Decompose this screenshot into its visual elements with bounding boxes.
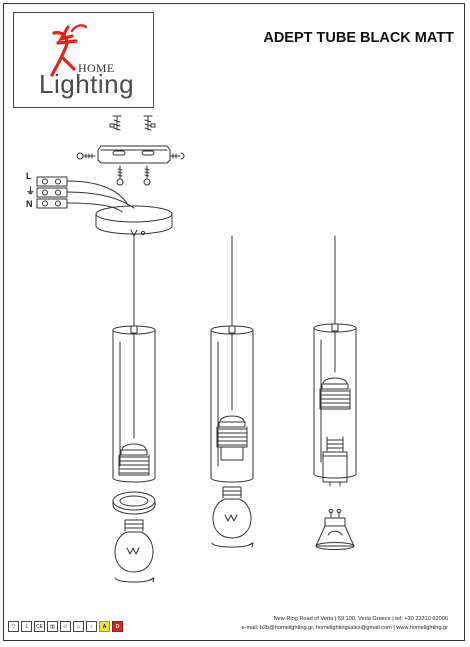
mounting-bracket: [97, 145, 171, 164]
wire-label-neutral: N: [26, 199, 33, 209]
terminal-block: [36, 176, 68, 209]
ceiling-canopy: [95, 205, 173, 237]
logo-word-home: HOME: [78, 61, 115, 75]
wire-neutral: [66, 202, 123, 213]
energy-class-d-badge: D: [112, 621, 123, 632]
company-contact: e-mail: b2b@homelighting.gr, homelightin…: [241, 625, 448, 631]
lampholder: [319, 330, 351, 410]
wire-label-live: L: [26, 171, 32, 181]
screw-icon: [143, 115, 156, 131]
gu10-adapter: [322, 436, 348, 487]
lampholder: [118, 332, 150, 476]
dimmable-icon: ▽: [8, 621, 19, 632]
bracket-screw-right-icon: [169, 152, 185, 160]
cable-clamp: [228, 325, 236, 334]
ip-rating-icon: ▥: [47, 621, 58, 632]
light-bulb: [114, 519, 155, 583]
cable-clamp: [331, 323, 339, 332]
energy-class-a-badge: A: [99, 621, 110, 632]
earth-icon: ⏚: [26, 186, 36, 196]
earth-class-icon: ⏚: [21, 621, 32, 632]
shade-ring: [112, 491, 156, 515]
ce-mark-icon: CE: [34, 621, 45, 632]
lampholder: [216, 332, 248, 461]
wire-earth: [66, 191, 135, 209]
certification-strip: ▽ ⏚ CE ▥ ♲ ⌂ ♀ A D: [8, 620, 123, 633]
wire-live: [66, 180, 129, 206]
wall-plug-icon: [143, 165, 151, 186]
wall-plug-icon: [116, 165, 124, 186]
company-address: New Ring Road of Veria | 59 100, Veria G…: [273, 616, 448, 622]
cable-clamp: [130, 325, 138, 334]
brand-logo: HOME Lighting: [13, 12, 154, 108]
light-bulb: [211, 486, 254, 548]
recycle-icon: ♲: [60, 621, 71, 632]
bracket-screw-left-icon: [76, 152, 96, 160]
screw-icon: [109, 115, 122, 131]
indoor-use-icon: ⌂: [73, 621, 84, 632]
product-title: ADEPT TUBE BLACK MATT: [263, 30, 454, 46]
gu10-spot-bulb: [315, 508, 355, 550]
spec-sheet: HOME Lighting ADEPT TUBE BLACK MATT: [3, 3, 465, 641]
bulb-type-icon: ♀: [86, 621, 97, 632]
brand-figure-icon: [50, 24, 88, 77]
logo-word-lighting: Lighting: [39, 69, 135, 99]
